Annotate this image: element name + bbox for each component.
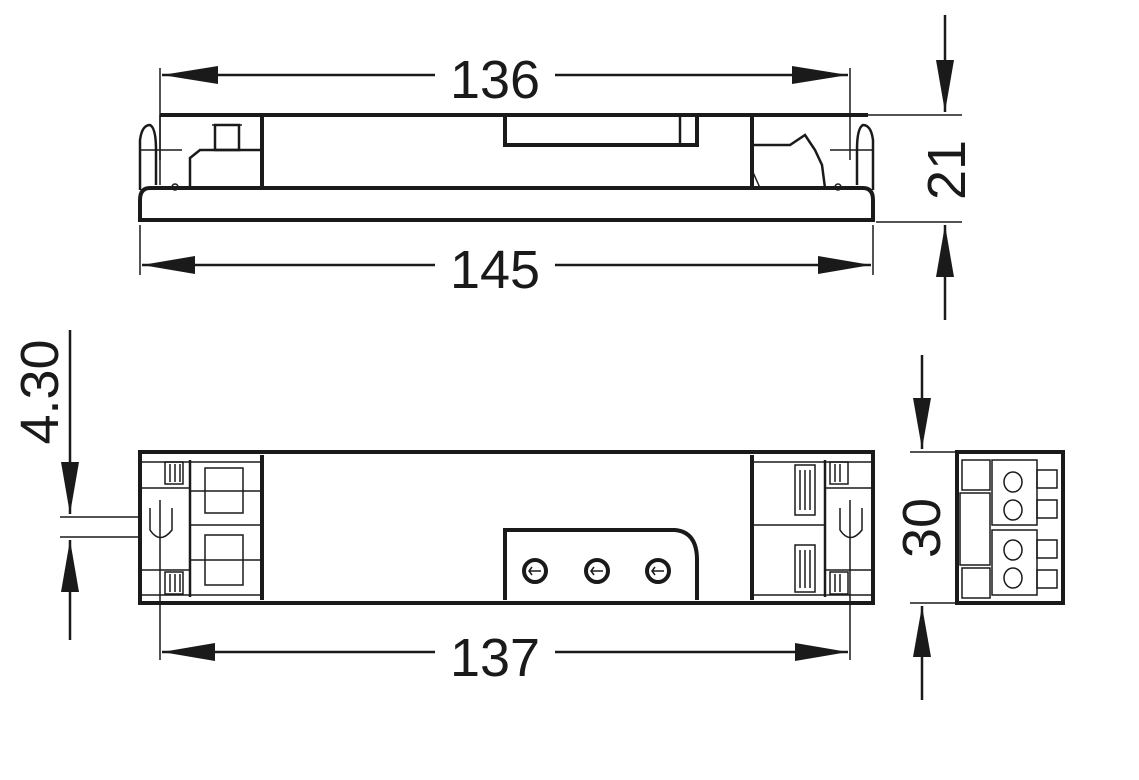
dimension-label: 4.30 bbox=[10, 339, 70, 444]
dimension-21: 21 bbox=[868, 15, 977, 320]
dimension-label: 30 bbox=[892, 498, 952, 558]
screw-icon bbox=[584, 558, 610, 584]
dimension-4-30: 4.30 bbox=[10, 330, 140, 640]
screw-icon bbox=[645, 558, 671, 584]
dimension-label: 145 bbox=[450, 240, 540, 300]
side-view bbox=[138, 113, 875, 222]
screw-terminals bbox=[522, 558, 671, 584]
dimension-label: 137 bbox=[450, 628, 540, 688]
top-view bbox=[138, 450, 875, 605]
dimension-label: 136 bbox=[450, 50, 540, 110]
dimension-label: 21 bbox=[917, 140, 977, 200]
dimension-136: 136 bbox=[159, 50, 851, 160]
screw-icon bbox=[522, 558, 548, 584]
dimension-145: 145 bbox=[139, 225, 874, 300]
dimension-30: 30 bbox=[892, 355, 955, 700]
dimension-137: 137 bbox=[159, 500, 851, 688]
end-view bbox=[955, 450, 1065, 605]
